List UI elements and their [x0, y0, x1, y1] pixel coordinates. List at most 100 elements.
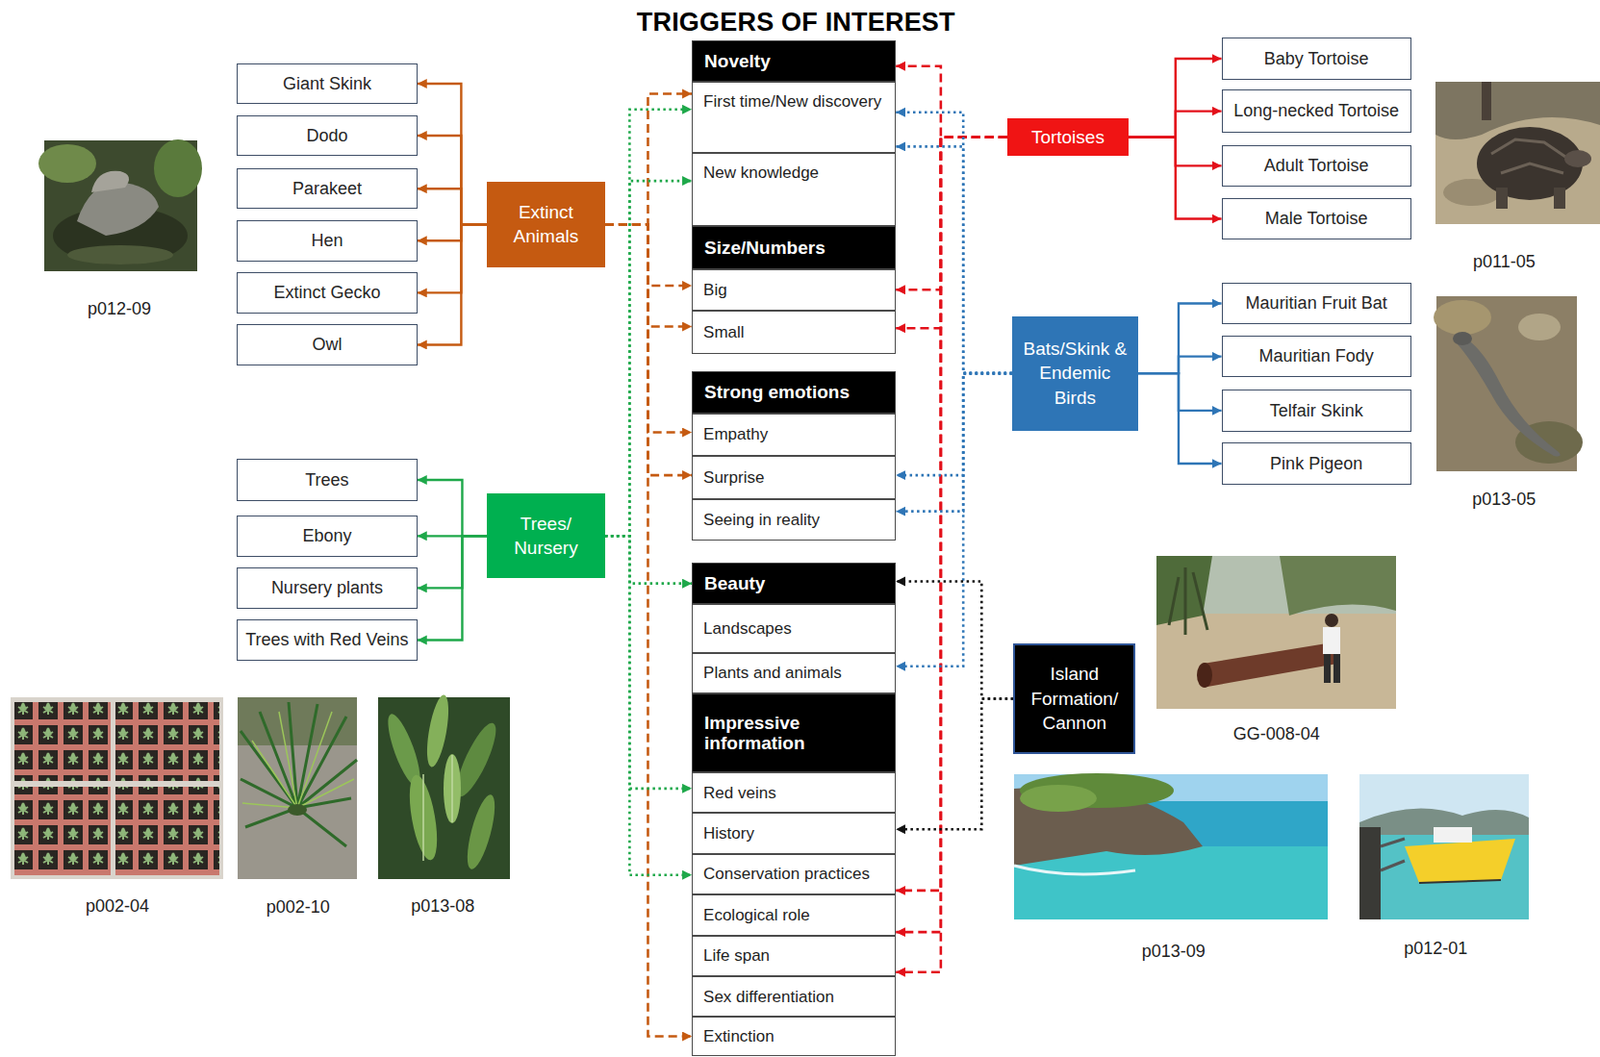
trigger-box: History [691, 812, 896, 854]
box-text: First time/New discovery [703, 92, 882, 111]
trigger-box: Ecological role [691, 894, 896, 936]
trigger-box: New knowledge [691, 152, 896, 227]
connector [895, 137, 1008, 291]
box-text: Adult Tortoise [1264, 156, 1370, 175]
trigger-box: Surprise [691, 456, 896, 500]
item-box: Mauritian Fody [1221, 335, 1412, 378]
trigger-box: Small [691, 310, 896, 355]
trigger-box: Life span [691, 936, 896, 977]
category-box: Extinct Animals [486, 181, 606, 268]
item-box: Adult Tortoise [1221, 145, 1412, 187]
connector [895, 373, 1013, 476]
item-box: Giant Skink [236, 63, 418, 104]
photo-label: p013-08 [410, 896, 475, 917]
item-box: Owl [236, 324, 418, 365]
connector [895, 137, 1008, 973]
box-text: Plants and animals [703, 663, 842, 683]
trigger-box: Conservation practices [691, 854, 896, 895]
item-box: Male Tortoise [1221, 198, 1412, 240]
box-text: Baby Tortoise [1264, 50, 1370, 68]
connector [417, 188, 487, 225]
category-box: Trees/ Nursery [486, 493, 606, 579]
photo-label: p012-01 [1403, 939, 1468, 960]
box-text: Tortoises [1031, 125, 1105, 151]
box-text: Pink Pigeon [1269, 455, 1363, 473]
connector [895, 373, 1013, 511]
box-text: Big [703, 280, 728, 300]
header-box: Strong emotions [691, 371, 896, 413]
photo-label: p012-09 [87, 299, 152, 320]
box-text: Novelty [704, 50, 771, 72]
box-text: Nursery plants [271, 579, 383, 597]
category-box: Bats/Skink & Endemic Birds [1012, 316, 1138, 432]
connector [1128, 137, 1222, 220]
diagram-title: TRIGGERS OF INTEREST [636, 7, 956, 38]
box-text: Ecological role [703, 906, 811, 925]
connector [895, 582, 1014, 700]
photo-label: p013-09 [1142, 941, 1206, 963]
photo-label: GG-008-04 [1233, 724, 1321, 745]
connector [417, 535, 487, 640]
box-text: Impressive information [704, 712, 884, 755]
box-text: History [703, 824, 755, 843]
connector [605, 109, 692, 537]
box-text: Landscapes [703, 619, 792, 638]
photo-label: p013-05 [1472, 489, 1536, 510]
connector [1138, 304, 1222, 375]
trigger-box: Red veins [691, 772, 896, 813]
item-box: Trees with Red Veins [236, 619, 418, 661]
box-text: Seeing in reality [703, 510, 820, 530]
trigger-box: Extinction [691, 1016, 896, 1056]
box-text: Strong emotions [704, 381, 850, 403]
connector [895, 137, 1008, 934]
box-text: Empathy [703, 425, 768, 444]
photo-leaves [378, 693, 510, 880]
connector [1138, 356, 1222, 375]
connector [1128, 111, 1222, 138]
trigger-box: Landscapes [691, 604, 896, 654]
connector [605, 535, 692, 789]
item-box: Baby Tortoise [1221, 37, 1412, 79]
photo-cannon [1156, 556, 1397, 710]
category-box: Island Formation/ Cannon [1013, 643, 1136, 755]
box-text: Conservation practices [703, 864, 870, 884]
category-box: Tortoises [1007, 118, 1129, 156]
item-box: Pink Pigeon [1221, 442, 1412, 484]
header-box: Size/Numbers [691, 226, 896, 270]
box-text: Size/Numbers [704, 237, 826, 258]
item-box: Parakeet [236, 168, 418, 209]
box-text: Sex differentiation [703, 988, 835, 1007]
item-box: Ebony [236, 515, 418, 558]
box-text: Mauritian Fody [1259, 347, 1374, 365]
connector [1128, 58, 1222, 138]
box-text: Red veins [703, 784, 777, 803]
connector [417, 135, 487, 225]
connector [895, 698, 1014, 830]
photo-tortoise [1435, 81, 1600, 225]
connector [895, 373, 1013, 667]
connector [1138, 373, 1222, 464]
connector [605, 93, 692, 225]
trigger-box: First time/New discovery [691, 81, 896, 153]
box-text: Extinct Animals [491, 200, 601, 250]
box-text: Owl [311, 335, 342, 354]
item-box: Nursery plants [236, 567, 418, 610]
header-box: Beauty [691, 562, 896, 604]
box-text: Extinction [703, 1027, 775, 1046]
box-text: Island Formation/ Cannon [1019, 661, 1129, 737]
item-box: Trees [236, 458, 418, 501]
box-text: Extinct Gecko [273, 283, 381, 302]
box-text: Trees/ Nursery [491, 511, 601, 561]
connector [605, 180, 692, 536]
connector [417, 535, 487, 588]
connector [895, 146, 1013, 374]
box-text: Giant Skink [282, 75, 372, 93]
connector [895, 112, 1013, 374]
box-text: Beauty [704, 573, 765, 594]
connector [417, 480, 487, 536]
box-text: Small [703, 323, 745, 342]
photo-coast [1014, 773, 1328, 920]
box-text: Dodo [305, 126, 348, 145]
item-box: Dodo [236, 115, 418, 156]
photo-nursery-trays [10, 697, 224, 880]
